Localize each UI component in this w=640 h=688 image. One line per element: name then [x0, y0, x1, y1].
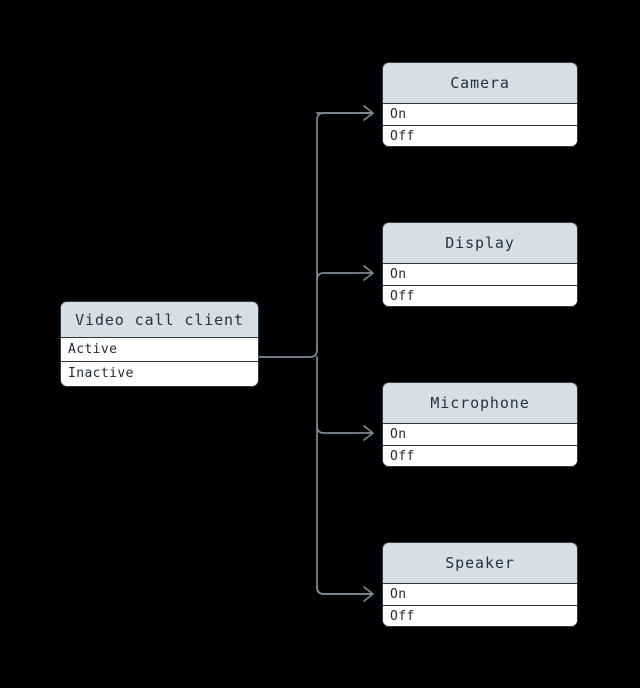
- state-row-microphone-off[interactable]: Off: [383, 445, 577, 466]
- node-title-video-call-client: Video call client: [61, 302, 258, 338]
- state-row-active[interactable]: Active: [61, 338, 258, 361]
- arrowhead-camera: [363, 105, 374, 121]
- node-title-camera: Camera: [383, 63, 577, 104]
- edge-to-speaker: [316, 586, 373, 595]
- node-speaker[interactable]: Speaker On Off: [382, 542, 578, 627]
- state-row-display-off[interactable]: Off: [383, 285, 577, 306]
- node-title-microphone: Microphone: [383, 383, 577, 424]
- edge-stem: [258, 349, 318, 358]
- node-title-speaker: Speaker: [383, 543, 577, 584]
- node-title-display: Display: [383, 223, 577, 264]
- edge-trunk-down: [316, 356, 373, 595]
- arrowhead-speaker: [363, 586, 374, 602]
- edge-to-display: [316, 272, 373, 281]
- state-row-camera-on[interactable]: On: [383, 104, 577, 125]
- state-row-camera-off[interactable]: Off: [383, 125, 577, 146]
- node-display[interactable]: Display On Off: [382, 222, 578, 307]
- node-camera[interactable]: Camera On Off: [382, 62, 578, 147]
- edge-to-microphone: [316, 425, 373, 434]
- node-microphone[interactable]: Microphone On Off: [382, 382, 578, 467]
- state-row-display-on[interactable]: On: [383, 264, 577, 285]
- state-row-speaker-on[interactable]: On: [383, 584, 577, 605]
- arrowhead-display: [363, 265, 374, 281]
- node-video-call-client[interactable]: Video call client Active Inactive: [60, 301, 259, 387]
- state-row-microphone-on[interactable]: On: [383, 424, 577, 445]
- arrowhead-microphone: [363, 425, 374, 441]
- edge-trunk-up: [316, 112, 373, 351]
- state-row-speaker-off[interactable]: Off: [383, 605, 577, 626]
- state-row-inactive[interactable]: Inactive: [61, 361, 258, 384]
